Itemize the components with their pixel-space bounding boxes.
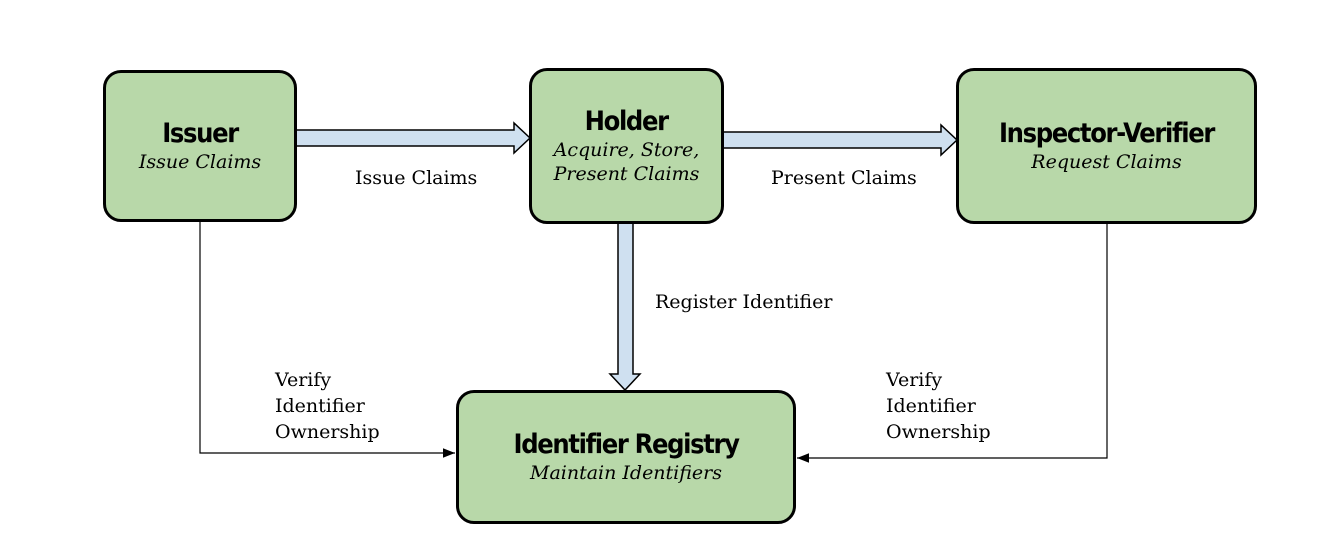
register-identifier-arrow (608, 222, 642, 392)
verifier-title: Inspector-Verifier (998, 118, 1215, 149)
verifier-node: Inspector-Verifier Request Claims (956, 68, 1257, 224)
issuer-node: Issuer Issue Claims (103, 70, 297, 222)
issuer-title: Issuer (162, 118, 239, 149)
issuer-verify-line1: Verify (275, 369, 332, 391)
verifier-verify-line2: Identifier (886, 395, 976, 417)
issuer-verify-connector (199, 222, 455, 458)
verifier-verify-label: Verify Identifier Ownership (886, 367, 991, 445)
issuer-verify-label: Verify Identifier Ownership (275, 367, 380, 445)
issue-claims-arrow (295, 121, 532, 155)
registry-node: Identifier Registry Maintain Identifiers (456, 390, 796, 524)
register-identifier-label: Register Identifier (655, 291, 833, 313)
verifier-verify-line3: Ownership (886, 421, 991, 443)
registry-title: Identifier Registry (513, 429, 740, 460)
issuer-subtitle: Issue Claims (138, 151, 262, 173)
holder-title: Holder (584, 106, 669, 137)
verifier-subtitle: Request Claims (1031, 151, 1182, 173)
holder-node: Holder Acquire, Store, Present Claims (529, 68, 724, 224)
holder-subtitle-line2: Present Claims (553, 163, 700, 185)
present-claims-arrow (722, 123, 959, 157)
issuer-verify-line2: Identifier (275, 395, 365, 417)
holder-subtitle-line1: Acquire, Store, (553, 139, 700, 161)
issue-claims-label: Issue Claims (355, 167, 478, 189)
issuer-verify-line3: Ownership (275, 421, 380, 443)
present-claims-label: Present Claims (771, 167, 917, 189)
verifier-verify-line1: Verify (886, 369, 943, 391)
registry-subtitle: Maintain Identifiers (529, 462, 723, 484)
verifier-verify-connector (797, 222, 1108, 463)
